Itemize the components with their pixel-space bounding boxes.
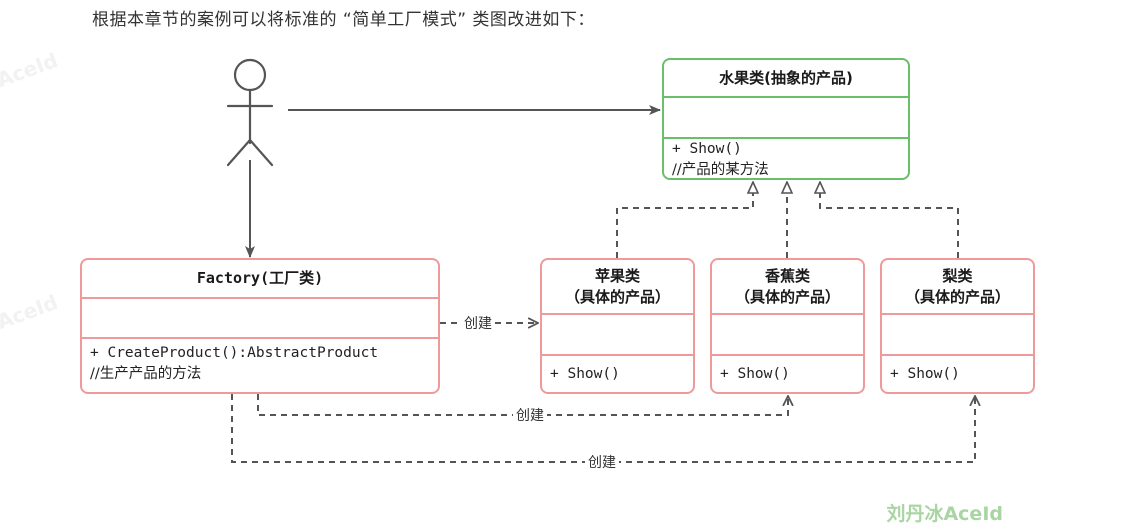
method-note-abstract: //产品的某方法	[672, 161, 769, 178]
class-title-banana: 香蕉类 （具体的产品）	[712, 260, 863, 315]
class-methods-pear: + Show()	[890, 365, 960, 382]
class-box-apple[interactable]: 苹果类 （具体的产品） + Show()	[540, 258, 695, 394]
method-createproduct: + CreateProduct():AbstractProduct	[90, 345, 379, 361]
method-note-factory: //生产产品的方法	[90, 366, 202, 382]
class-title-abstract-product: 水果类(抽象的产品)	[664, 60, 908, 98]
edge-apple-realizes-abstract	[616, 182, 753, 258]
watermark-author: 刘丹冰AceId	[886, 503, 1003, 525]
edge-label-create-apple: 创建	[461, 313, 495, 333]
class-title-apple: 苹果类 （具体的产品）	[542, 260, 693, 315]
class-title-apple-main: 苹果类	[594, 266, 640, 285]
class-attributes-banana	[712, 315, 863, 356]
method-show-abstract: + Show()	[672, 140, 760, 157]
class-title-factory: Factory(工厂类)	[82, 260, 438, 299]
class-methods-abstract-product: + Show() //产品的某方法	[664, 139, 908, 178]
class-title-banana-sub: （具体的产品）	[734, 287, 840, 306]
class-box-banana[interactable]: 香蕉类 （具体的产品） + Show()	[710, 258, 865, 394]
class-title-pear: 梨类 （具体的产品）	[882, 260, 1033, 315]
actor-stick-figure	[226, 58, 274, 167]
class-title-pear-main: 梨类	[942, 266, 973, 285]
class-attributes-apple	[542, 315, 693, 356]
class-attributes-abstract-product	[664, 98, 908, 139]
class-attributes-pear	[882, 315, 1033, 356]
class-attributes-factory	[82, 299, 438, 339]
class-box-pear[interactable]: 梨类 （具体的产品） + Show()	[880, 258, 1035, 394]
class-title-pear-sub: （具体的产品）	[904, 287, 1010, 306]
page-title: 根据本章节的案例可以将标准的 “简单工厂模式” 类图改进如下：	[92, 10, 595, 30]
edge-label-create-pear: 创建	[585, 452, 619, 472]
edge-factory-creates-pear	[231, 394, 975, 463]
class-methods-banana: + Show()	[720, 365, 790, 382]
class-box-abstract-product[interactable]: 水果类(抽象的产品) + Show() //产品的某方法	[662, 58, 910, 180]
class-box-factory[interactable]: Factory(工厂类) + CreateProduct():AbstractP…	[80, 258, 440, 394]
edge-pear-realizes-abstract	[820, 182, 959, 258]
class-methods-factory: + CreateProduct():AbstractProduct //生产产品…	[82, 339, 438, 392]
edge-label-create-banana: 创建	[513, 405, 547, 425]
class-methods-apple: + Show()	[550, 365, 620, 382]
class-title-apple-sub: （具体的产品）	[564, 287, 670, 306]
class-title-banana-main: 香蕉类	[764, 266, 810, 285]
